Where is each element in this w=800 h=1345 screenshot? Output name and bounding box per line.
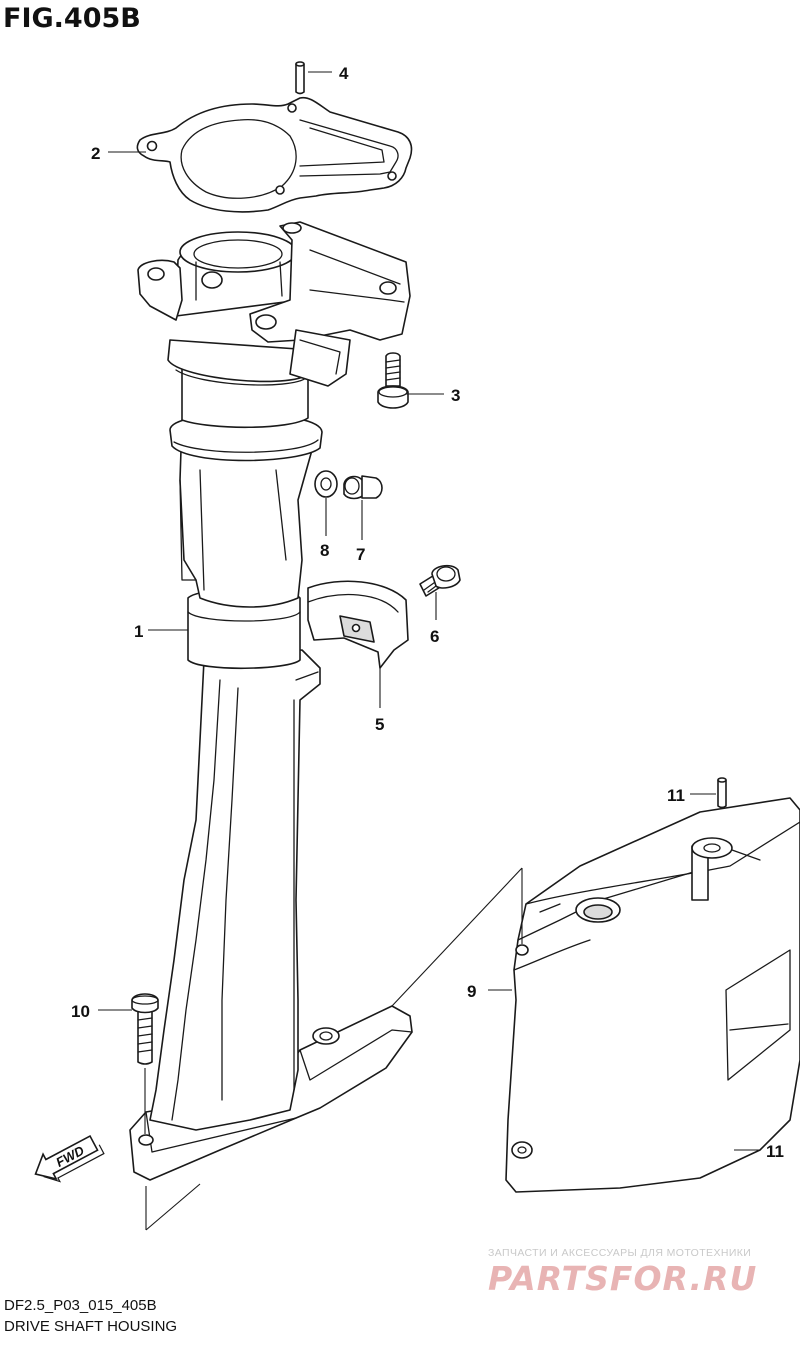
part-6-bolt[interactable] [419,564,461,597]
part-3-bolt[interactable] [377,352,409,409]
part-4-pin[interactable] [295,61,305,95]
part-10-bolt[interactable] [131,993,159,1065]
figure-caption: DRIVE SHAFT HOUSING [4,1318,177,1335]
leader-lines [98,71,760,1231]
part-2-gasket[interactable] [136,96,413,213]
part-5-clamp[interactable] [307,580,409,669]
callout-8: 8 [320,541,329,560]
figure-code: DF2.5_P03_015_405B [4,1297,157,1314]
watermark-brand: PARTSFOR.RU [488,1259,757,1298]
part-9-housing-cover[interactable] [505,797,800,1193]
figure-title: FIG.405B [3,3,141,34]
watermark-tagline: ЗАПЧАСТИ И АКСЕССУАРЫ ДЛЯ МОТОТЕХНИКИ [488,1247,751,1259]
part-7-drain-plug[interactable] [343,475,383,500]
part-1-drive-shaft-housing[interactable] [129,221,413,1181]
callout-4: 4 [339,64,349,83]
fwd-arrow-icon: FWD [34,1134,105,1183]
part-8-washer[interactable] [314,470,338,498]
callout-2: 2 [91,144,100,163]
callout-5: 5 [375,715,384,734]
callout-3: 3 [451,386,460,405]
callout-6: 6 [430,627,439,646]
callout-7: 7 [356,545,365,564]
callout-10: 10 [71,1002,90,1021]
callout-9: 9 [467,982,476,1001]
callout-11-upper: 11 [667,786,685,805]
part-11-pin-upper[interactable] [717,777,727,809]
callout-11-lower: 11 [766,1142,784,1161]
callout-1: 1 [134,622,143,641]
